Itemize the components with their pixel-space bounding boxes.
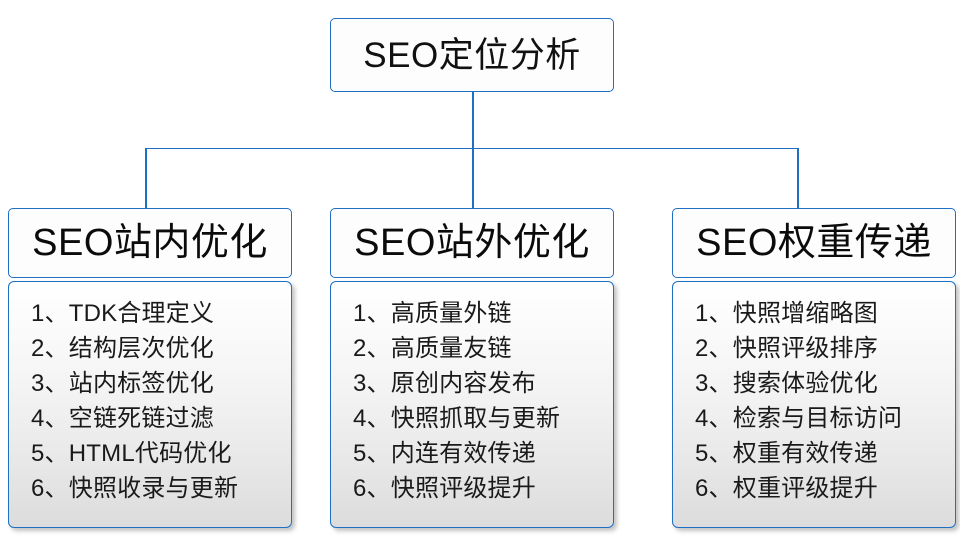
list-item: 3、站内标签优化	[31, 370, 214, 397]
list-item: 6、快照收录与更新	[31, 475, 239, 502]
list-item: 4、检索与目标访问	[695, 405, 903, 432]
list-item: 6、快照评级提升	[353, 475, 536, 502]
branch-header-label-2: SEO站外优化	[354, 222, 590, 264]
list-item: 6、权重评级提升	[695, 475, 878, 502]
connector-drop-branch-3	[797, 147, 799, 209]
connector-root-stem	[472, 92, 474, 149]
connector-drop-branch-2	[472, 147, 474, 209]
list-item: 2、快照评级排序	[695, 335, 878, 362]
branch-item-list-3: 1、快照增缩略图 2、快照评级排序 3、搜索体验优化 4、检索与目标访问 5、权…	[673, 296, 955, 506]
branch-item-list-1: 1、TDK合理定义 2、结构层次优化 3、站内标签优化 4、空链死链过滤 5、H…	[9, 296, 291, 506]
list-item: 4、快照抓取与更新	[353, 405, 561, 432]
branch-column-2: SEO站外优化 1、高质量外链 2、高质量友链 3、原创内容发布 4、快照抓取与…	[330, 208, 614, 528]
list-item: 5、HTML代码优化	[31, 440, 232, 467]
list-item: 1、TDK合理定义	[31, 300, 215, 327]
branch-body-3: 1、快照增缩略图 2、快照评级排序 3、搜索体验优化 4、检索与目标访问 5、权…	[672, 281, 956, 528]
branch-header-2[interactable]: SEO站外优化	[330, 208, 614, 278]
list-item: 4、空链死链过滤	[31, 405, 214, 432]
branch-header-label-1: SEO站内优化	[32, 222, 268, 264]
root-node[interactable]: SEO定位分析	[330, 18, 614, 92]
root-node-label: SEO定位分析	[363, 35, 581, 75]
list-item: 2、高质量友链	[353, 335, 512, 362]
branch-header-label-3: SEO权重传递	[696, 222, 932, 264]
branch-column-1: SEO站内优化 1、TDK合理定义 2、结构层次优化 3、站内标签优化 4、空链…	[8, 208, 292, 528]
list-item: 3、原创内容发布	[353, 370, 536, 397]
branch-item-list-2: 1、高质量外链 2、高质量友链 3、原创内容发布 4、快照抓取与更新 5、内连有…	[331, 296, 613, 506]
connector-horizontal-bus	[145, 147, 798, 150]
list-item: 5、权重有效传递	[695, 440, 878, 467]
list-item: 1、快照增缩略图	[695, 300, 878, 327]
branch-body-2: 1、高质量外链 2、高质量友链 3、原创内容发布 4、快照抓取与更新 5、内连有…	[330, 281, 614, 528]
list-item: 2、结构层次优化	[31, 335, 214, 362]
list-item: 5、内连有效传递	[353, 440, 536, 467]
branch-body-1: 1、TDK合理定义 2、结构层次优化 3、站内标签优化 4、空链死链过滤 5、H…	[8, 281, 292, 528]
list-item: 3、搜索体验优化	[695, 370, 878, 397]
list-item: 1、高质量外链	[353, 300, 512, 327]
branch-header-1[interactable]: SEO站内优化	[8, 208, 292, 278]
connector-drop-branch-1	[145, 147, 147, 209]
branch-header-3[interactable]: SEO权重传递	[672, 208, 956, 278]
branch-column-3: SEO权重传递 1、快照增缩略图 2、快照评级排序 3、搜索体验优化 4、检索与…	[672, 208, 956, 528]
